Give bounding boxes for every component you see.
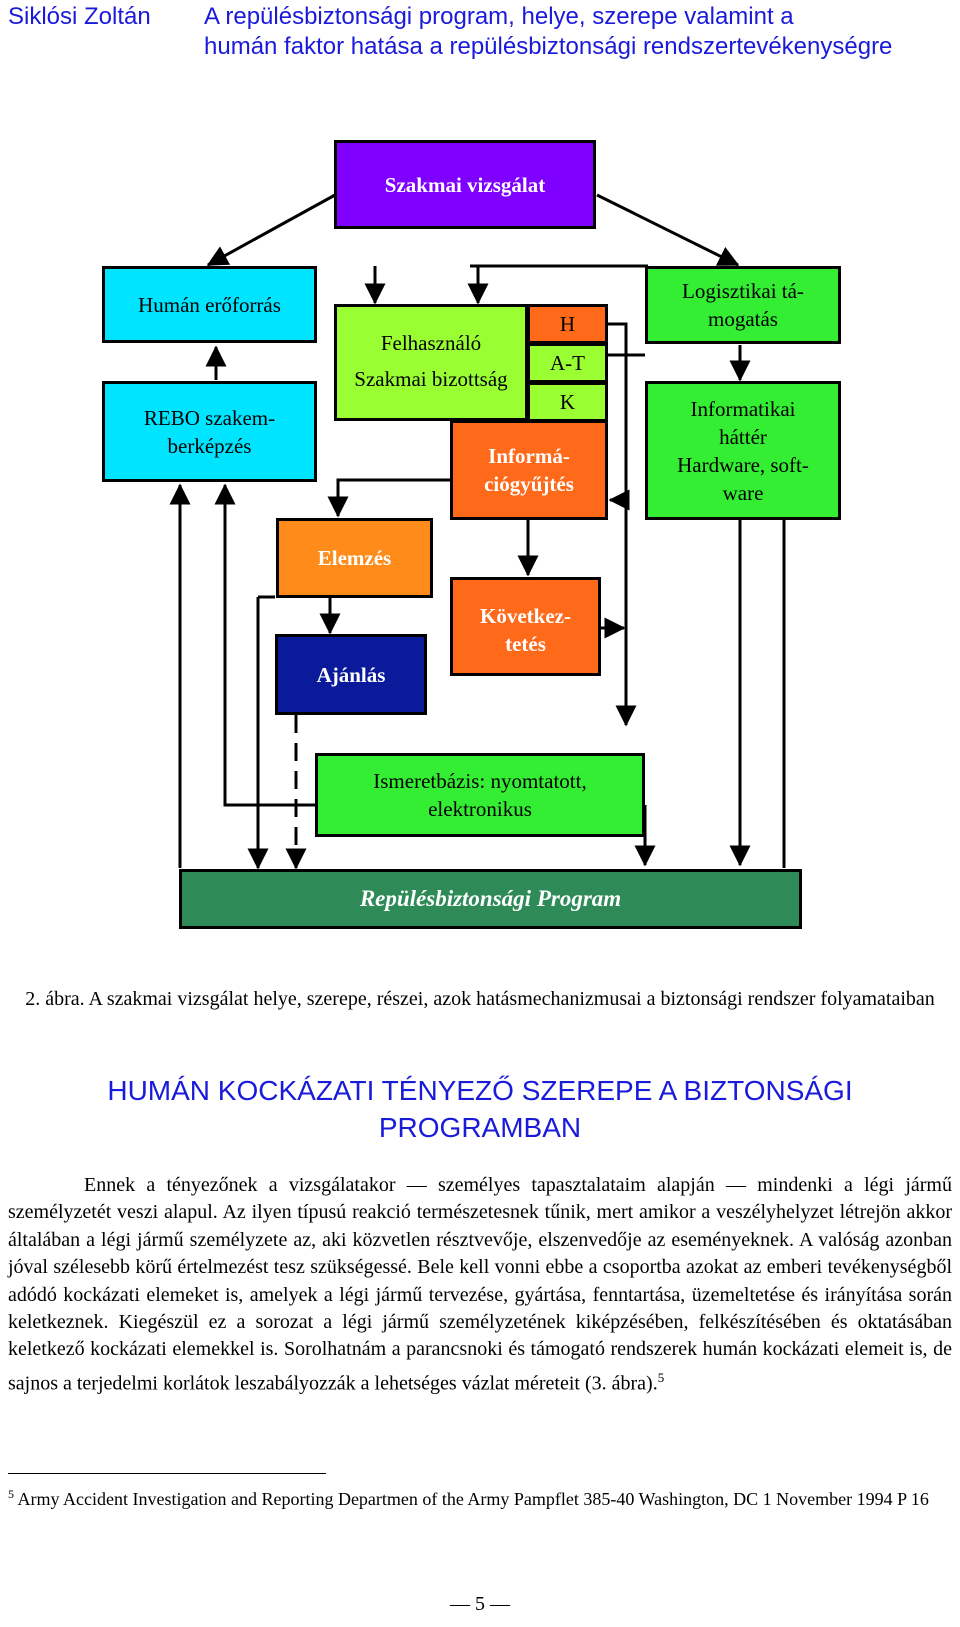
box-at: A-T <box>527 343 608 383</box>
box-felhasznalo-label: Felhasználó <box>380 331 482 355</box>
box-ismeretbazis-line2: elektronikus <box>428 797 532 821</box>
box-felhasznalo: Felhasználó Szakmai bizottság <box>334 304 528 421</box>
diagram-connectors <box>169 193 795 870</box>
box-h: H <box>527 304 608 344</box>
box-k: K <box>527 382 608 422</box>
arrow-to-elemzes <box>327 478 450 518</box>
box-informaciogyujtes-line1: Informá- <box>488 444 570 468</box>
section-title: HUMÁN KOCKÁZATI TÉNYEZŐ SZEREPE A BIZTON… <box>20 1072 940 1146</box>
box-logisztikai-line1: Logisztikai tá- <box>682 279 804 303</box>
box-elemzes-label: Elemzés <box>317 546 392 570</box>
box-at-label: A-T <box>550 351 585 375</box>
body-paragraph-text: Ennek a tényezőnek a vizsgálatakor — sze… <box>8 1174 952 1395</box>
body-paragraph: Ennek a tényezőnek a vizsgálatakor — sze… <box>8 1172 952 1398</box>
box-repulesbiztonsagi-program: Repülésbiztonsági Program <box>179 869 802 929</box>
box-informatikai-line3: Hardware, soft- <box>677 452 809 477</box>
box-informatikai: Informatikai háttér Hardware, soft- ware <box>645 381 841 520</box>
box-ajanlas-label: Ajánlás <box>316 662 386 687</box>
box-informatikai-line2: háttér <box>719 424 767 449</box>
box-kovetkeztetes: Következ- tetés <box>450 577 601 676</box>
box-ismeretbazis-line1: Ismeretbázis: nyomtatott, <box>373 769 587 793</box>
box-szakmai-vizsgalat: Szakmai vizsgálat <box>334 140 596 229</box>
footnote-mark: 5 <box>8 1487 14 1501</box>
box-kovetkeztetes-line1: Következ- <box>480 604 571 628</box>
header-title-line2: humán faktor hatása a repülésbiztonsági … <box>204 33 893 60</box>
box-h-label: H <box>559 312 576 336</box>
box-szakmai-vizsgalat-label: Szakmai vizsgálat <box>384 172 546 197</box>
box-rebo-line1: REBO szakem- <box>143 405 276 430</box>
box-rebo-line2: berképzés <box>167 433 252 458</box>
box-logisztikai: Logisztikai tá- mogatás <box>645 266 841 344</box>
header-title-line1: A repülésbiztonsági program, helye, szer… <box>204 3 794 30</box>
box-human-eroforras: Humán erőforrás <box>102 266 317 343</box>
box-informaciogyujtes-line2: ciógyűjtés <box>484 472 574 496</box>
box-informatikai-line1: Informatikai <box>690 396 796 421</box>
arrow-to-human <box>206 193 336 267</box>
box-ismeretbazis: Ismeretbázis: nyomtatott, elektronikus <box>315 753 645 837</box>
box-ajanlas: Ajánlás <box>275 634 427 715</box>
box-informaciogyujtes: Informá- ciógyűjtés <box>450 420 608 520</box>
header-author: Siklósi Zoltán <box>8 3 151 30</box>
figure-caption: 2. ábra. A szakmai vizsgálat helye, szer… <box>25 988 935 1010</box>
section-title-line2: PROGRAMBAN <box>378 1112 582 1143</box>
section-title-line1: HUMÁN KOCKÁZATI TÉNYEZŐ SZEREPE A BIZTON… <box>107 1075 853 1106</box>
box-k-label: K <box>559 390 576 414</box>
box-informatikai-line4: ware <box>722 480 764 505</box>
box-human-eroforras-label: Humán erőforrás <box>138 292 281 317</box>
footnote-text: Army Accident Investigation and Reportin… <box>17 1489 929 1509</box>
box-logisztikai-line2: mogatás <box>708 307 778 331</box>
arrow-to-logisztika <box>596 193 740 267</box>
footnote: 5 Army Accident Investigation and Report… <box>8 1482 952 1511</box>
page-number: — 5 — <box>450 1593 510 1615</box>
box-kovetkeztetes-line2: tetés <box>505 632 546 656</box>
box-repulesbiztonsagi-program-label: Repülésbiztonsági Program <box>359 886 622 911</box>
box-szakmai-bizottsag-label: Szakmai bizottság <box>354 367 508 391</box>
box-elemzes: Elemzés <box>276 518 433 598</box>
footnote-ref: 5 <box>657 1369 665 1385</box>
box-rebo: REBO szakem- berképzés <box>102 381 317 482</box>
footnote-rule <box>8 1473 326 1474</box>
